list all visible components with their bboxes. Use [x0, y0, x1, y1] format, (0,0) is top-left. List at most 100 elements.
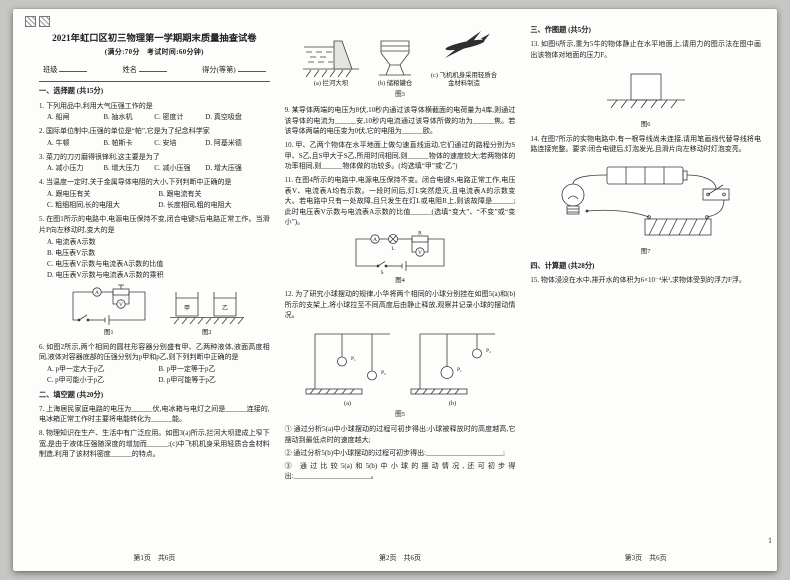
question-4-options: A. 跟电压有关 B. 跟电流有关 C. 粗细相同,长的电阻大 D. 长度相同,… [39, 189, 270, 211]
figure-6-caption: 图6 [640, 121, 651, 129]
name-field: 姓名 [123, 65, 167, 76]
section-calculation-heading: 四、计算题 (共28分) [530, 261, 595, 270]
pendulum-stand-a: P₁ P₂ [305, 333, 390, 395]
option-a: A. p甲一定大于p乙 [47, 364, 105, 373]
figure-4-box: A L R S [348, 230, 452, 285]
option-c: C. 电压表V示数与电流表A示数的比值 [47, 259, 164, 268]
option-a: A. 跟电压有关 [47, 189, 91, 198]
question-2-options: A. 牛顿 B. 帕斯卡 C. 安培 D. 阿基米德 [39, 138, 270, 149]
question-8: 8. 物理知识在生产、生活中有广泛应用。如图3(a)所示,拦河大坝建成上窄下宽,… [39, 429, 270, 459]
class-field: 班级 [43, 65, 88, 76]
figure-7-box: 图7 [547, 159, 745, 256]
class-label: 班级 [43, 66, 58, 75]
question-10: 10. 甲、乙两个物体在水平地面上做匀速直线运动,它们通过的路程分别为S甲、S乙… [284, 141, 516, 171]
page-1-footer: 第1页 共6页 [133, 553, 176, 562]
ammeter-label: A [95, 290, 99, 296]
question-13: 13. 如图6所示,重为5牛的物体静止在水平地面上,请用力的图示法在图中画出该物… [530, 40, 762, 59]
real-circuit-illustration [561, 166, 730, 236]
option-d: D. 电压表V示数与电流表A示数的乘积 [47, 270, 164, 279]
figure-5-caption: 图5 [395, 410, 405, 418]
voltmeter-label: V [418, 250, 422, 256]
figure-3b-box: (b) 储粮罐仓 [373, 33, 417, 88]
figure-3c-caption: (c) 飞机机身采用轻质合金材料制造 [430, 72, 498, 87]
figure-5a-box: P₁ P₂ (a) [302, 325, 394, 408]
stamp-box [25, 16, 36, 27]
question-6: 6. 如图2所示,两个相同的圆柱形容器分别盛有甲、乙两种液体,液面高度相同,液体… [39, 342, 270, 362]
figure-7-row: 图7 [530, 159, 761, 256]
question-12: 12. 为了研究小球摆动的规律,小华将两个相同的小球分别挂在如图5(a)和(b)… [284, 290, 516, 320]
corner-stamp-marks [25, 16, 50, 27]
figure-3c-box: (c) 飞机机身采用轻质合金材料制造 [430, 25, 498, 88]
voltmeter-label: V [119, 302, 123, 308]
exam-title: 2021年虹口区初三物理第一学期期末质量抽查试卷 [52, 34, 257, 44]
figure-2-box: 甲 乙 图2 [168, 284, 246, 337]
option-a: A. 牛顿 [47, 138, 70, 147]
question-12-sub-3: ③ 通过比较5(a)和5(b)中小球的摆动情况,还可初步得出:_________… [284, 461, 516, 481]
option-a: A. 船闸 [47, 113, 70, 122]
option-c: C. 安培 [154, 138, 177, 147]
name-blank-line [138, 65, 167, 73]
stamp-box [39, 16, 50, 27]
liquid-a-label: 甲 [184, 305, 190, 312]
option-a: A. 电流表A示数 [47, 237, 96, 246]
airplane-illustration [445, 31, 490, 58]
figure-3a-caption: (a) 拦河大坝 [313, 80, 349, 87]
figure-4-row: A L R S [285, 230, 516, 285]
option-b: B. 跟电流有关 [158, 189, 202, 198]
option-d: D. 增大压强 [205, 164, 242, 173]
question-14: 14. 在图7所示的实物电路中,有一根导线尚未连接,请用笔画线代替导线将电路连接… [530, 134, 762, 154]
option-c: C. 粗细相同,长的电阻大 [47, 201, 120, 210]
question-5-options: A. 电流表A示数 B. 电压表V示数 C. 电压表V示数与电流表A示数的比值 … [39, 236, 270, 280]
question-9: 9. 某导体两端的电压为8伏,10秒内通过该导体横截面的电荷量为4库,则通过该导… [284, 106, 516, 136]
figure1-circuit-diagram: A V [72, 284, 146, 326]
option-d: D. 真空吸盘 [205, 113, 242, 122]
page-3: 三、作图题 (共5分) 13. 如图6所示,重为5牛的物体静止在水平地面上,请用… [530, 21, 761, 563]
figure-5-row: P₁ P₂ (a) P₁ P₂ [285, 325, 516, 408]
figure-5a-label: (a) [343, 399, 352, 407]
ball-2-label: P₂ [486, 348, 491, 354]
figure-3-row: (a) 拦河大坝 (b) 储粮罐仓 [285, 25, 516, 88]
ball-1-label: P₁ [351, 356, 356, 362]
student-info-row: 班级 姓名 得分(等第) [39, 63, 270, 83]
class-blank-line [59, 65, 88, 73]
question-4: 4. 当温度一定时,关于金属导体电阻的大小,下列判断中正确的是 [39, 178, 232, 187]
figure-4-caption: 图4 [395, 276, 405, 284]
question-12-sub-2: ② 通过分析5(b)中小球摆动的过程可初步得出:________________… [284, 448, 505, 457]
figure-6-box: 图6 [603, 64, 689, 129]
ball-1-label: P₁ [457, 367, 462, 373]
section-fill-heading: 二、填空题 (共20分) [39, 390, 104, 399]
question-1-options: A. 船闸 B. 抽水机 C. 密度计 D. 真空吸盘 [39, 112, 270, 123]
option-d: D. p甲可能等于p乙 [158, 376, 216, 385]
option-b: B. p甲一定等于p乙 [158, 364, 216, 373]
option-c: C. p甲可能小于p乙 [47, 376, 105, 385]
question-3-options: A. 减小压力 B. 增大压力 C. 减小压强 D. 增大压强 [39, 163, 270, 174]
switch-label: S [380, 270, 383, 276]
option-c: C. 密度计 [154, 113, 184, 122]
dam-illustration [303, 40, 359, 78]
ammeter-label: A [373, 237, 377, 243]
figure-3a-box: (a) 拦河大坝 [302, 33, 360, 88]
figure2-liquid-containers: 甲 乙 [169, 292, 244, 325]
figure-3-caption: 图3 [395, 91, 405, 98]
option-d: D. 阿基米德 [205, 138, 242, 147]
page-2-footer: 第2页 共6页 [379, 553, 421, 562]
exam-paper-sheet: 2021年虹口区初三物理第一学期期末质量抽查试卷 (满分:70分 考试时间:60… [13, 9, 777, 571]
figure-3b-caption: (b) 储粮罐仓 [377, 80, 413, 87]
option-b: B. 电压表V示数 [47, 248, 96, 257]
figure-6-row: 图6 [530, 64, 761, 129]
question-6-options: A. p甲一定大于p乙 B. p甲一定等于p乙 C. p甲可能小于p乙 D. p… [39, 364, 270, 386]
score-blank-line [237, 65, 266, 73]
option-d: D. 长度相同,粗的电阻大 [158, 201, 232, 210]
page-1: 2021年虹口区初三物理第一学期期末质量抽查试卷 (满分:70分 考试时间:60… [39, 21, 270, 563]
figure-5b-box: P₁ P₂ (b) [407, 325, 499, 408]
figure4-circuit-diagram: A L R S [355, 230, 445, 276]
liquid-b-label: 乙 [222, 305, 228, 312]
score-field: 得分(等第) [202, 65, 266, 76]
figure-1-caption: 图1 [104, 329, 114, 337]
page-3-footer: 第3页 共6页 [624, 553, 667, 562]
option-c: C. 减小压强 [154, 164, 191, 173]
question-11: 11. 在图4所示的电路中,电源电压保持不变。闭合电键S,电路正常工作,电压表V… [284, 176, 516, 227]
scan-page-number: 1 [768, 536, 772, 545]
ball-2-label: P₂ [381, 370, 386, 376]
option-a: A. 减小压力 [47, 164, 84, 173]
